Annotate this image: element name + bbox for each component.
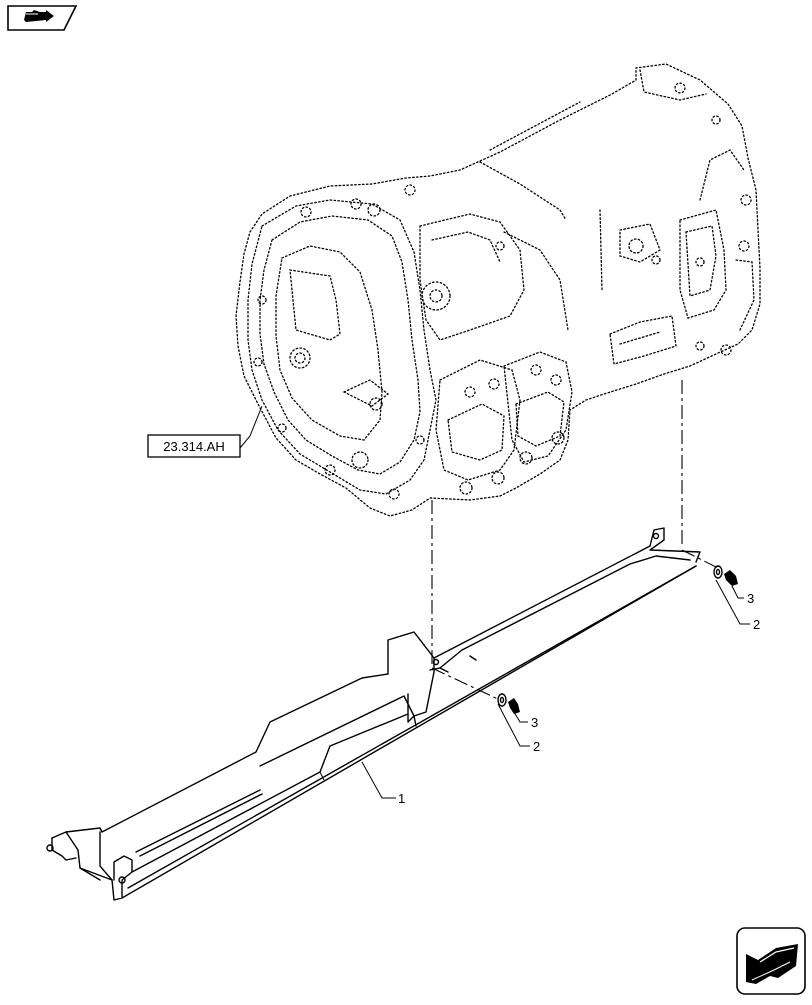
callout-3-upper: 3 <box>747 591 754 606</box>
reference-link-23-314-ah[interactable]: 23.314.AH <box>147 434 241 458</box>
alignment-centerlines <box>431 380 719 701</box>
previous-page-button[interactable] <box>7 5 78 31</box>
callout-2-lower: 2 <box>533 739 540 754</box>
reference-label-text: 23.314.AH <box>163 439 224 454</box>
previous-page-arrow-icon <box>24 10 54 22</box>
washer-lower <box>497 693 507 707</box>
skid-plate-bracket <box>46 527 701 901</box>
callout-2-upper: 2 <box>753 617 760 632</box>
callout-3-lower: 3 <box>531 715 538 730</box>
next-page-arrow-icon <box>746 944 798 984</box>
next-page-button[interactable] <box>736 927 806 995</box>
leader-lines <box>239 405 750 799</box>
washer-upper <box>713 565 723 579</box>
bolt-upper <box>724 570 738 586</box>
bolt-lower <box>508 698 520 714</box>
transmission-housing <box>235 63 761 517</box>
callout-1: 1 <box>398 791 405 806</box>
